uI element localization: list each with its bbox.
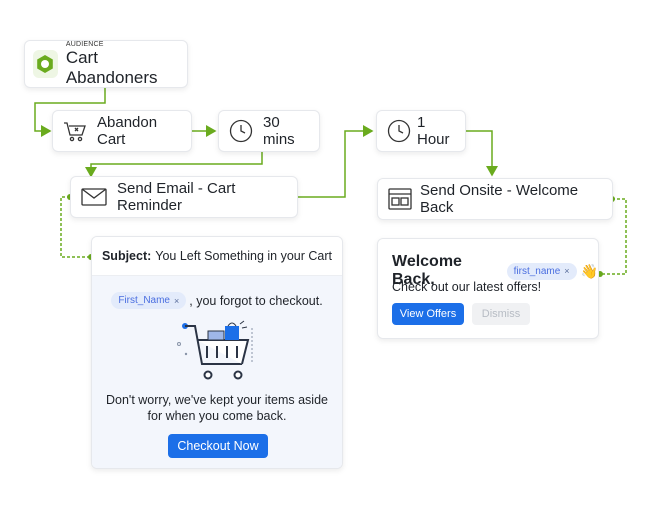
abandon-cart-node[interactable]: Abandon Cart xyxy=(52,110,192,152)
cart-icon xyxy=(63,120,87,142)
audience-node[interactable]: AUDIENCE Cart Abandoners xyxy=(24,40,188,88)
first-name-chip: First_Name × xyxy=(111,292,187,309)
clock-icon xyxy=(229,119,253,143)
email-preview-card: Subject: You Left Something in your Cart… xyxy=(91,236,343,469)
abandon-cart-label: Abandon Cart xyxy=(97,114,158,148)
send-onsite-node[interactable]: Send Onsite - Welcome Back xyxy=(377,178,613,220)
connector-onsite-to-preview xyxy=(600,198,627,275)
connector-wait-to-email xyxy=(85,152,263,178)
audience-name: Cart Abandoners xyxy=(65,47,158,87)
view-offers-button[interactable]: View Offers xyxy=(392,303,464,325)
first-name-chip-label: First_Name xyxy=(118,295,170,306)
waving-hand-icon: 👋 xyxy=(580,262,598,279)
first-name-chip: first_name × xyxy=(506,262,577,280)
audience-tag: AUDIENCE xyxy=(65,40,104,48)
onsite-title: Welcome Back, xyxy=(392,253,462,288)
chip-close-icon: × xyxy=(564,266,570,276)
email-body: First_Name × , you forgot to checkout. xyxy=(92,276,342,468)
email-forgot-text: , you forgot to checkout. xyxy=(189,293,323,308)
email-greeting-line: First_Name × , you forgot to checkout. xyxy=(92,292,342,309)
connector-audience-to-abandon xyxy=(34,88,106,137)
email-body-text: Don't worry, we've kept your items aside… xyxy=(106,393,328,423)
shopping-cart-illustration xyxy=(176,320,258,391)
chip-close-icon: × xyxy=(174,295,180,306)
dismiss-button[interactable]: Dismiss xyxy=(472,303,530,325)
onsite-title-row: Welcome Back, first_name × 👋 xyxy=(392,253,598,289)
wait-30-node[interactable]: 30 mins xyxy=(218,110,320,152)
clock-icon xyxy=(387,119,411,143)
first-name-chip-label: first_name xyxy=(513,265,561,277)
wait-1h-node[interactable]: 1 Hour xyxy=(376,110,466,152)
wait-30-label: 30 mins xyxy=(263,114,295,148)
send-onsite-label: Send Onsite - Welcome Back xyxy=(420,182,579,216)
onsite-preview-card: Welcome Back, first_name × 👋 Check out o… xyxy=(377,238,599,339)
checkout-now-button[interactable]: Checkout Now xyxy=(168,434,268,458)
send-email-node[interactable]: Send Email - Cart Reminder xyxy=(70,176,298,218)
audience-hexagon-icon xyxy=(33,50,58,78)
connector-email-to-wait1h xyxy=(298,125,374,198)
email-subject-bar: Subject: You Left Something in your Cart xyxy=(92,237,342,276)
send-email-label: Send Email - Cart Reminder xyxy=(117,180,236,214)
envelope-icon xyxy=(81,188,107,206)
onsite-layout-icon xyxy=(388,188,412,210)
onsite-subtitle: Check out our latest offers! xyxy=(392,280,542,294)
connector-wait1h-to-onsite xyxy=(465,130,498,177)
email-subject-text: You Left Something in your Cart xyxy=(155,249,333,263)
wait-1h-label: 1 Hour xyxy=(417,114,450,148)
email-subject-label: Subject: xyxy=(101,249,152,263)
